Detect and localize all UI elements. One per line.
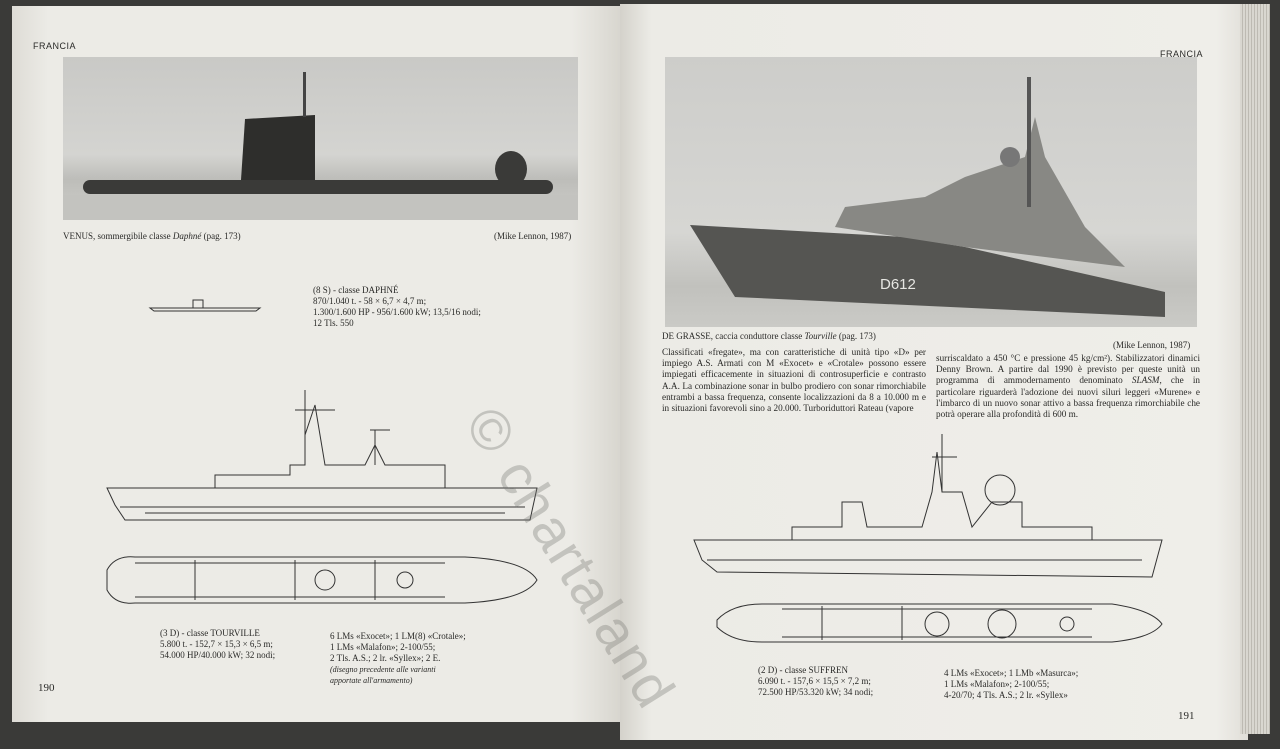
tourville-spec: (3 D) - classe TOURVILLE 5.800 t. - 152,… xyxy=(160,628,276,660)
right-photo-credit: (Mike Lennon, 1987) xyxy=(1113,340,1191,350)
right-header: FRANCIA xyxy=(1160,49,1204,59)
suffren-spec: (2 D) - classe SUFFREN 6.090 t. - 157,6 … xyxy=(758,665,874,697)
daphne-spec: (8 S) - classe DAPHNÉ 870/1.040 t. - 58 … xyxy=(313,285,481,328)
suffren-armament: 4 LMs «Exocet»; 1 LMb «Masurca»; 1 LMs «… xyxy=(944,668,1079,700)
left-photo-caption: VENUS, sommergibile classe Daphné (pag. … xyxy=(63,231,241,241)
tourville-armament: 6 LMs «Exocet»; 1 LM(8) «Crotale»; 1 LMs… xyxy=(330,631,466,685)
page-number-190: 190 xyxy=(38,682,55,694)
submarine-image xyxy=(63,72,578,220)
left-photo-credit: (Mike Lennon, 1987) xyxy=(494,231,572,241)
hull-number: D612 xyxy=(880,276,916,293)
right-photo-caption: DE GRASSE, caccia conduttore classe Tour… xyxy=(662,331,876,341)
destroyer-image: D612 xyxy=(690,77,1165,317)
page-number-191: 191 xyxy=(1178,710,1195,722)
venus-submarine-photo xyxy=(63,57,578,220)
suffren-drawings xyxy=(693,434,1163,643)
de-grasse-photo: D612 xyxy=(665,57,1197,327)
tourville-drawings xyxy=(106,390,538,604)
daphne-profile-drawing xyxy=(148,299,262,312)
body-text-column-1: Classificati «fregate», ma con caratteri… xyxy=(662,347,926,414)
page-edges xyxy=(1240,4,1270,734)
left-header: FRANCIA xyxy=(33,41,77,51)
body-text-column-2: surriscaldato a 450 °C e pressione 45 kg… xyxy=(936,353,1200,420)
